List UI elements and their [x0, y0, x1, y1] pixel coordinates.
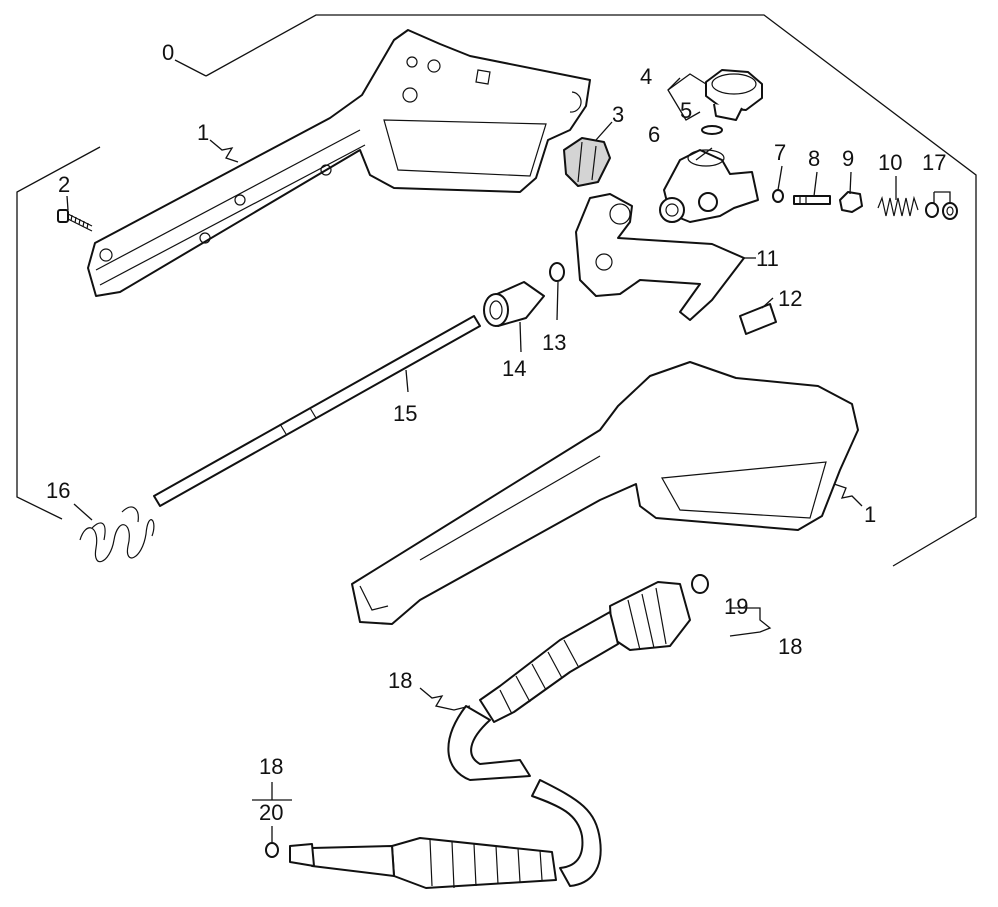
label-part-2: 2 [58, 172, 70, 197]
valve-spring-part [877, 195, 919, 217]
label-part-5: 5 [680, 98, 692, 123]
o-ring-part-7 [772, 189, 784, 203]
label-part-4: 4 [640, 64, 652, 89]
o-ring-part-13 [549, 262, 565, 282]
label-part-12: 12 [778, 286, 802, 311]
part-labels: 0 1 2 3 4 5 6 7 8 9 10 17 11 12 13 14 15… [46, 40, 946, 825]
label-part-1-right: 1 [864, 502, 876, 527]
label-part-18-left: 18 [259, 754, 283, 779]
label-part-10: 10 [878, 150, 902, 175]
hose-assembly-part [265, 581, 691, 889]
label-part-16: 16 [46, 478, 70, 503]
label-part-15: 15 [393, 401, 417, 426]
assembly-outline [16, 14, 977, 567]
label-part-3: 3 [612, 102, 624, 127]
washer-set-part [925, 202, 958, 220]
label-part-17: 17 [922, 150, 946, 175]
leader-lines [66, 59, 951, 842]
valve-body-part [659, 149, 759, 223]
label-part-1-top: 1 [197, 120, 209, 145]
valve-ball-part [839, 191, 863, 213]
label-part-19: 19 [724, 594, 748, 619]
nut-part [705, 69, 763, 121]
label-part-6: 6 [648, 122, 660, 147]
label-part-18-right: 18 [778, 634, 802, 659]
label-part-18-hose: 18 [388, 668, 412, 693]
o-ring-part-19 [691, 574, 709, 594]
bushing-part [483, 281, 545, 327]
label-part-13: 13 [542, 330, 566, 355]
housing-left-half [87, 29, 591, 297]
label-part-7: 7 [774, 140, 786, 165]
tube-part [153, 315, 481, 507]
label-part-11: 11 [756, 246, 779, 271]
trigger-pin-part [739, 303, 777, 335]
pin-part-8 [793, 195, 831, 205]
trigger-part [575, 193, 745, 321]
coil-spring-part [79, 506, 155, 563]
clip-part [563, 137, 611, 187]
screw-part [57, 209, 93, 232]
label-part-20: 20 [259, 800, 283, 825]
o-ring-part-5 [701, 125, 723, 135]
housing-right-half [351, 361, 859, 625]
label-part-9: 9 [842, 146, 854, 171]
label-part-0: 0 [162, 40, 174, 65]
label-part-14: 14 [502, 356, 526, 381]
label-part-8: 8 [808, 146, 820, 171]
